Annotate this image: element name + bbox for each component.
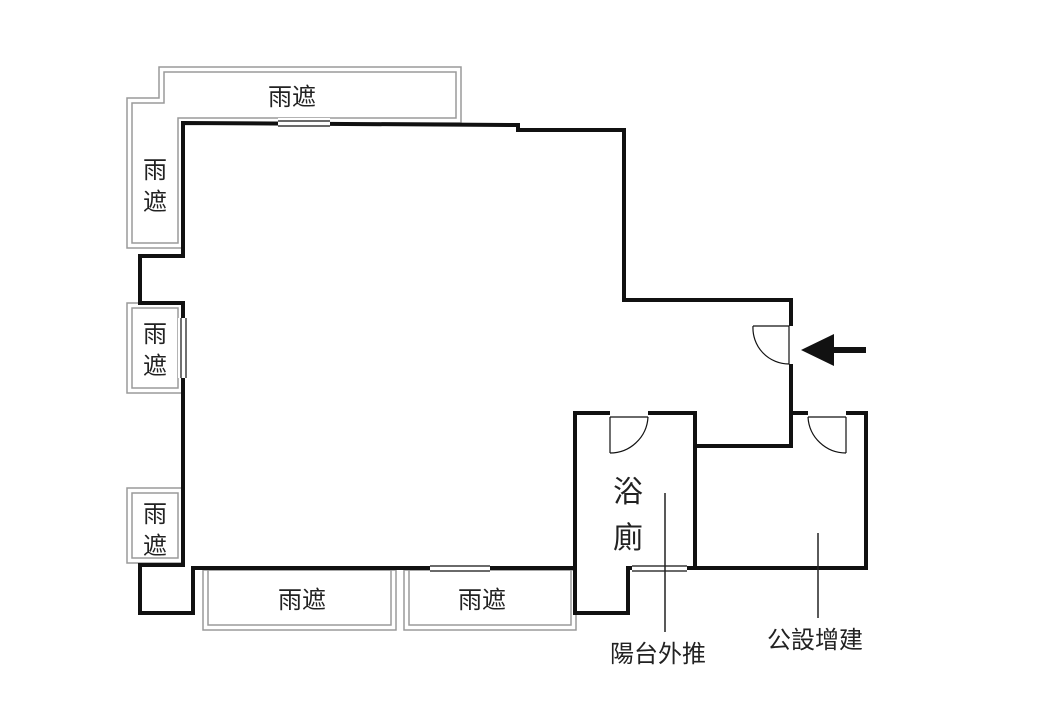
label-canopy-top: 雨遮 [268,83,316,111]
label-canopy-bottom-right: 雨遮 [458,586,506,614]
entrance-door [752,325,796,365]
label-public-addition: 公設增建 [767,626,863,654]
label-bathroom: 浴廁 [613,475,643,556]
addition-door [807,409,847,454]
bathroom-door [609,409,649,454]
window-bathroom [632,563,687,573]
canopy-bottom-left [202,569,397,631]
label-canopy-left-bottom: 雨遮 [143,500,167,560]
label-canopy-left-mid: 雨遮 [143,320,167,380]
canopy-bottom-right [403,569,577,631]
entrance-arrow-icon [801,334,866,366]
window-bottom [430,563,490,573]
window-top [278,118,330,128]
label-canopy-left-top: 雨遮 [143,156,167,216]
outer-wall [138,120,793,615]
label-canopy-bottom-left: 雨遮 [278,586,326,614]
window-left [178,318,188,378]
addition-wall [693,411,868,570]
label-balcony-extension: 陽台外推 [610,640,706,668]
